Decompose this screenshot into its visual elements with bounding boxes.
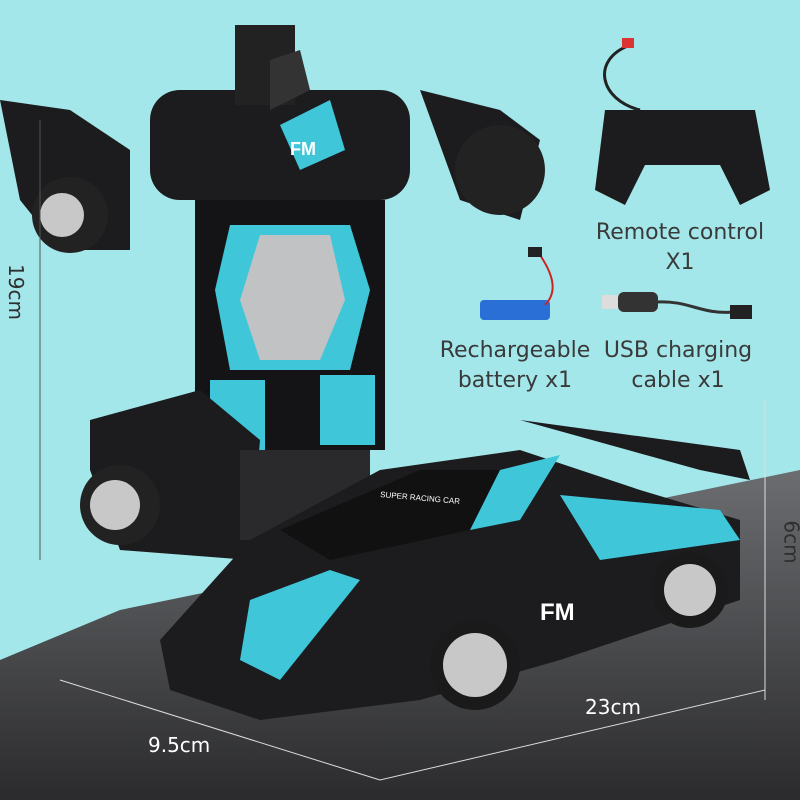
car-height-label: 6cm bbox=[779, 520, 800, 564]
battery-label-line1: Rechargeable bbox=[439, 338, 591, 363]
remote-label-line1: Remote control bbox=[595, 220, 765, 245]
cable-label-line1: USB charging bbox=[603, 338, 753, 363]
battery-label-line2: battery x1 bbox=[457, 368, 573, 393]
car-figure: SUPER RACING CAR FM bbox=[160, 420, 750, 720]
length-line-car bbox=[379, 689, 766, 781]
car-badge: FM bbox=[540, 599, 575, 626]
usb-cable-image bbox=[602, 292, 752, 319]
remote-control-image bbox=[595, 38, 770, 205]
cable-label: USB charging cable x1 bbox=[598, 336, 758, 396]
cable-label-line2: cable x1 bbox=[631, 368, 725, 393]
remote-label: Remote control X1 bbox=[580, 218, 780, 278]
battery-image bbox=[480, 247, 554, 320]
car-width-label: 9.5cm bbox=[148, 733, 211, 757]
battery-label: Rechargeable battery x1 bbox=[430, 336, 600, 396]
robot-badge: FM bbox=[290, 139, 316, 159]
remote-label-line2: X1 bbox=[665, 250, 695, 275]
car-length-label: 23cm bbox=[585, 695, 641, 719]
width-line-car bbox=[59, 679, 381, 781]
robot-height-label: 19cm bbox=[3, 264, 28, 320]
